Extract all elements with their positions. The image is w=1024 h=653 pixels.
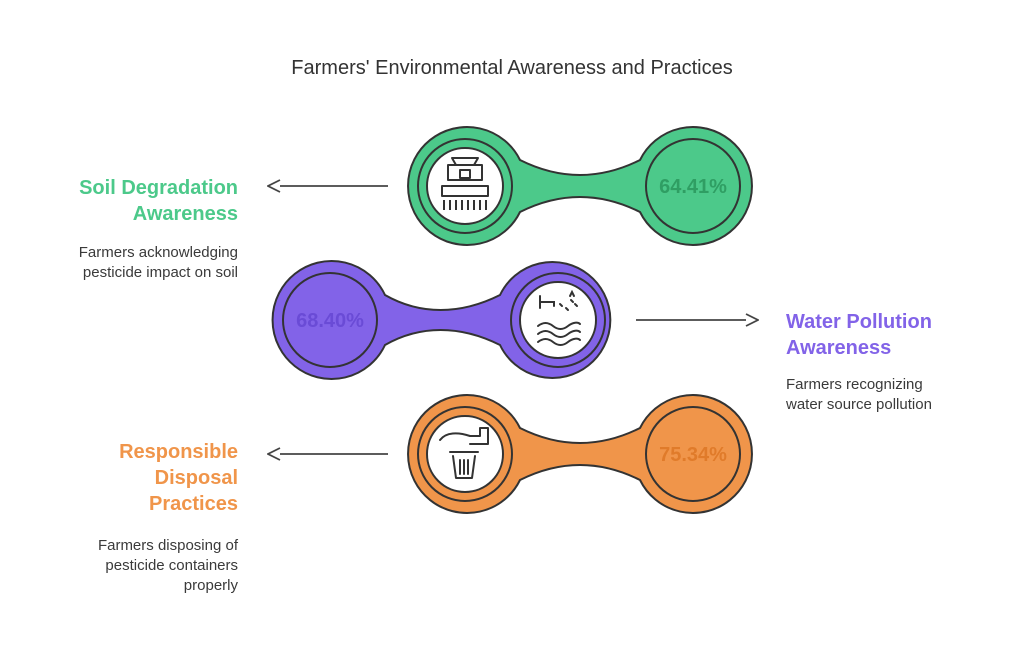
disposal-value: 75.34%	[659, 444, 727, 466]
disposal-icon	[439, 427, 489, 479]
soil-label-line-2: Awareness	[132, 203, 238, 225]
water-value: 68.40%	[296, 310, 364, 332]
soil-degradation-dumbbell: 64.41%	[280, 126, 753, 246]
soil-label-line-1: Soil Degradation	[79, 177, 238, 199]
soil-degradation-label: Soil Degradation Awareness	[20, 175, 238, 227]
water-pollution-icon	[537, 289, 581, 346]
soil-desc-line-2: pesticide impact on soil	[82, 264, 238, 281]
disposal-dumbbell-shape	[407, 394, 753, 514]
disposal-label-line-2: Disposal	[154, 467, 238, 489]
disposal-desc-line-1: Farmers disposing of	[97, 537, 238, 554]
disposal-description: Farmers disposing of pesticide container…	[20, 536, 238, 596]
page-title: Farmers' Environmental Awareness and Pra…	[291, 57, 733, 79]
disposal-dumbbell: 75.34%	[280, 394, 753, 514]
disposal-desc-line-2: pesticide containers	[105, 557, 238, 574]
disposal-icon-inner	[426, 415, 504, 493]
water-dumbbell-shape	[271, 260, 612, 380]
water-label-line-1: Water Pollution	[786, 311, 932, 333]
disposal-label-line-1: Responsible	[119, 441, 238, 463]
water-pollution-dumbbell: 68.40%	[271, 260, 746, 380]
soil-icon-circle	[417, 138, 513, 234]
water-pollution-description: Farmers recognizing water source polluti…	[786, 375, 1006, 415]
water-value-ring	[282, 272, 378, 368]
disposal-icon-circle	[417, 406, 513, 502]
water-label-line-2: Awareness	[786, 337, 892, 359]
soil-dumbbell-shape	[407, 126, 753, 246]
disposal-label: Responsible Disposal Practices	[20, 439, 238, 517]
soil-value: 64.41%	[659, 176, 727, 198]
harvester-icon	[441, 157, 489, 210]
soil-value-ring	[645, 138, 741, 234]
water-desc-line-1: Farmers recognizing	[786, 376, 923, 393]
soil-degradation-description: Farmers acknowledging pesticide impact o…	[20, 243, 238, 283]
disposal-value-ring	[645, 406, 741, 502]
water-icon-inner	[519, 281, 597, 359]
water-icon-circle	[510, 272, 606, 368]
water-pollution-label: Water Pollution Awareness	[786, 309, 1006, 361]
disposal-label-line-3: Practices	[149, 493, 238, 515]
soil-desc-line-1: Farmers acknowledging	[78, 244, 238, 261]
water-desc-line-2: water source pollution	[786, 396, 932, 413]
disposal-desc-line-3: properly	[183, 577, 238, 594]
